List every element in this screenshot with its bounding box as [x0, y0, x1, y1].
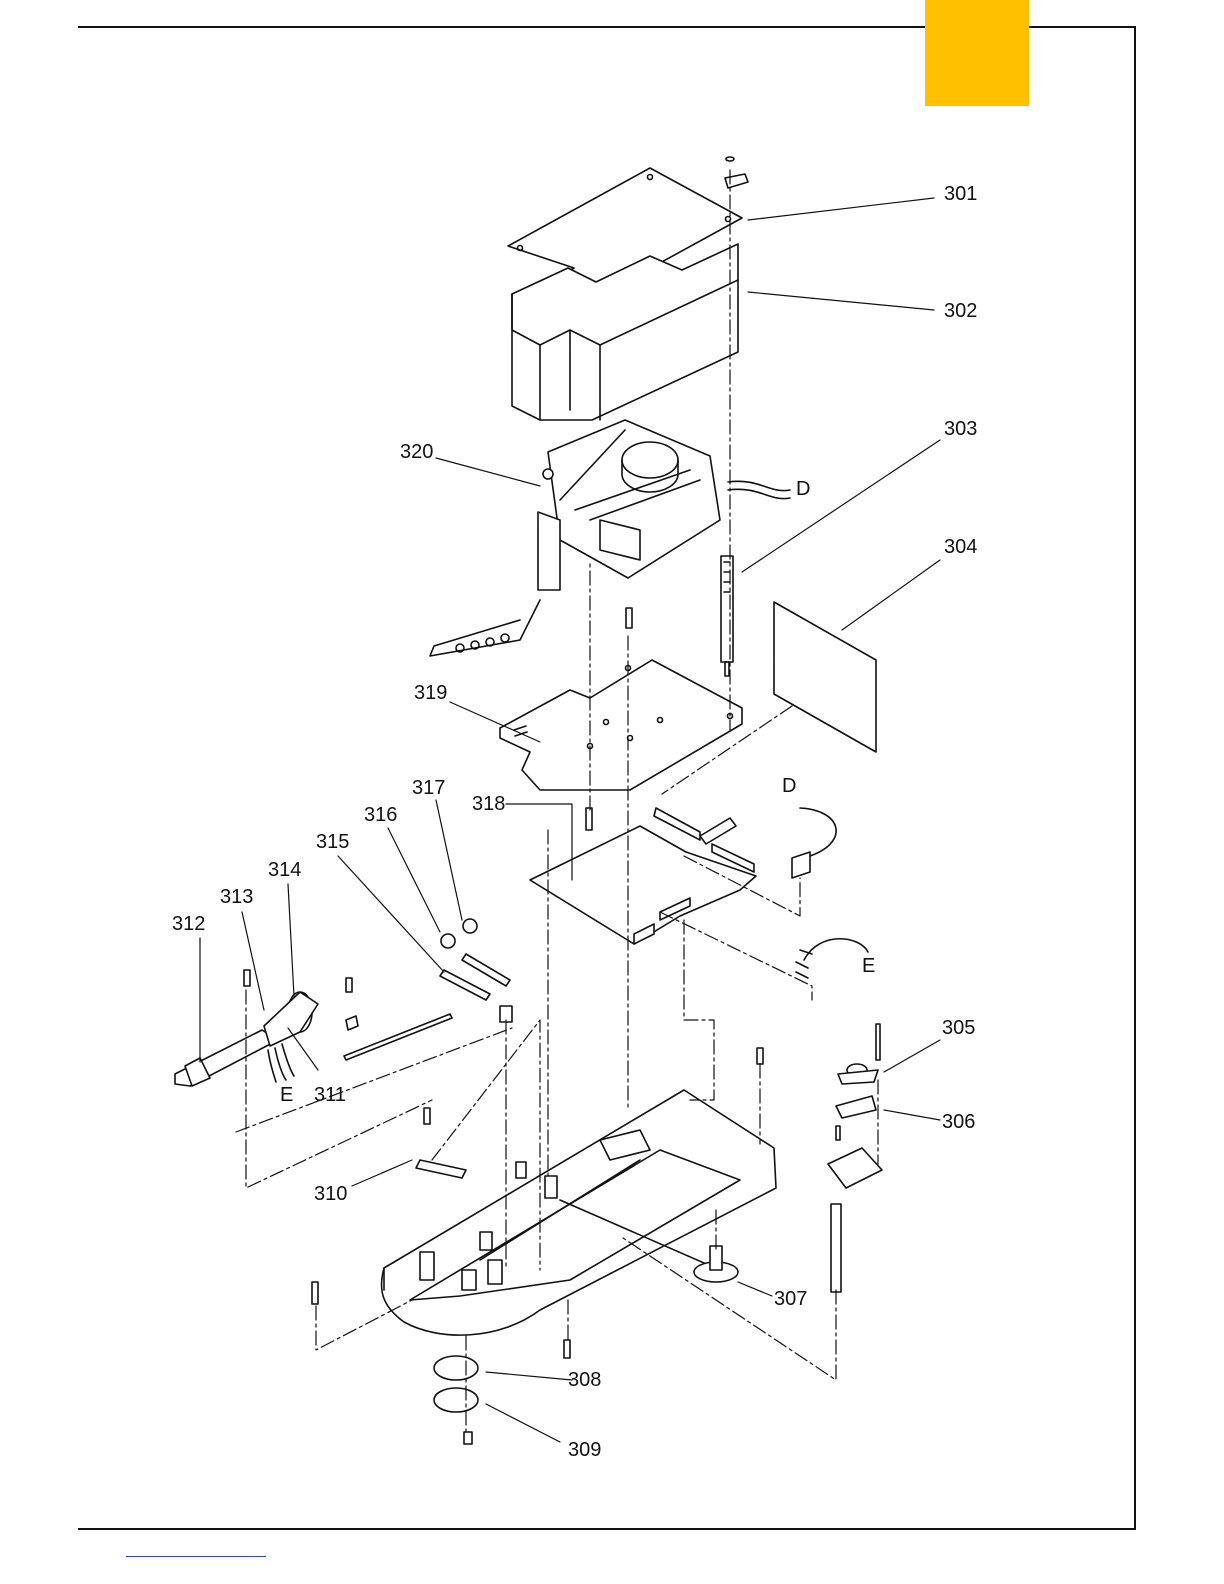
connector-d-top: D — [796, 478, 810, 500]
part-304-sheet — [774, 602, 876, 752]
callout-313: 313 — [220, 886, 253, 908]
callout-318: 318 — [472, 793, 505, 815]
callout-319: 319 — [414, 682, 447, 704]
part-303-standoff — [721, 556, 733, 676]
connector-d-lower: D — [782, 775, 796, 797]
callout-302: 302 — [944, 300, 977, 322]
callout-311: 311 — [314, 1084, 346, 1106]
callout-303: 303 — [944, 418, 977, 440]
callout-314: 314 — [268, 859, 301, 881]
part-315-317-levers — [344, 919, 512, 1060]
callout-315: 315 — [316, 831, 349, 853]
part-320-mechanism — [430, 420, 790, 656]
callout-305: 305 — [942, 1017, 975, 1039]
callout-301: 301 — [944, 183, 977, 205]
part-318-circuit-board — [530, 808, 868, 978]
callout-317: 317 — [412, 777, 445, 799]
callout-310: 310 — [314, 1183, 347, 1205]
connector-e-right: E — [862, 955, 875, 977]
callout-306: 306 — [942, 1111, 975, 1133]
part-302-housing — [512, 244, 738, 420]
callout-316: 316 — [364, 804, 397, 826]
callout-320: 320 — [400, 441, 433, 463]
callout-309: 309 — [568, 1439, 601, 1461]
connector-e-left: E — [280, 1084, 293, 1106]
callout-304: 304 — [944, 536, 977, 558]
callout-307: 307 — [774, 1288, 807, 1310]
callout-312: 312 — [172, 913, 205, 935]
base-casting — [381, 1090, 776, 1335]
part-319-base-plate — [500, 660, 742, 790]
callout-308: 308 — [568, 1369, 601, 1391]
